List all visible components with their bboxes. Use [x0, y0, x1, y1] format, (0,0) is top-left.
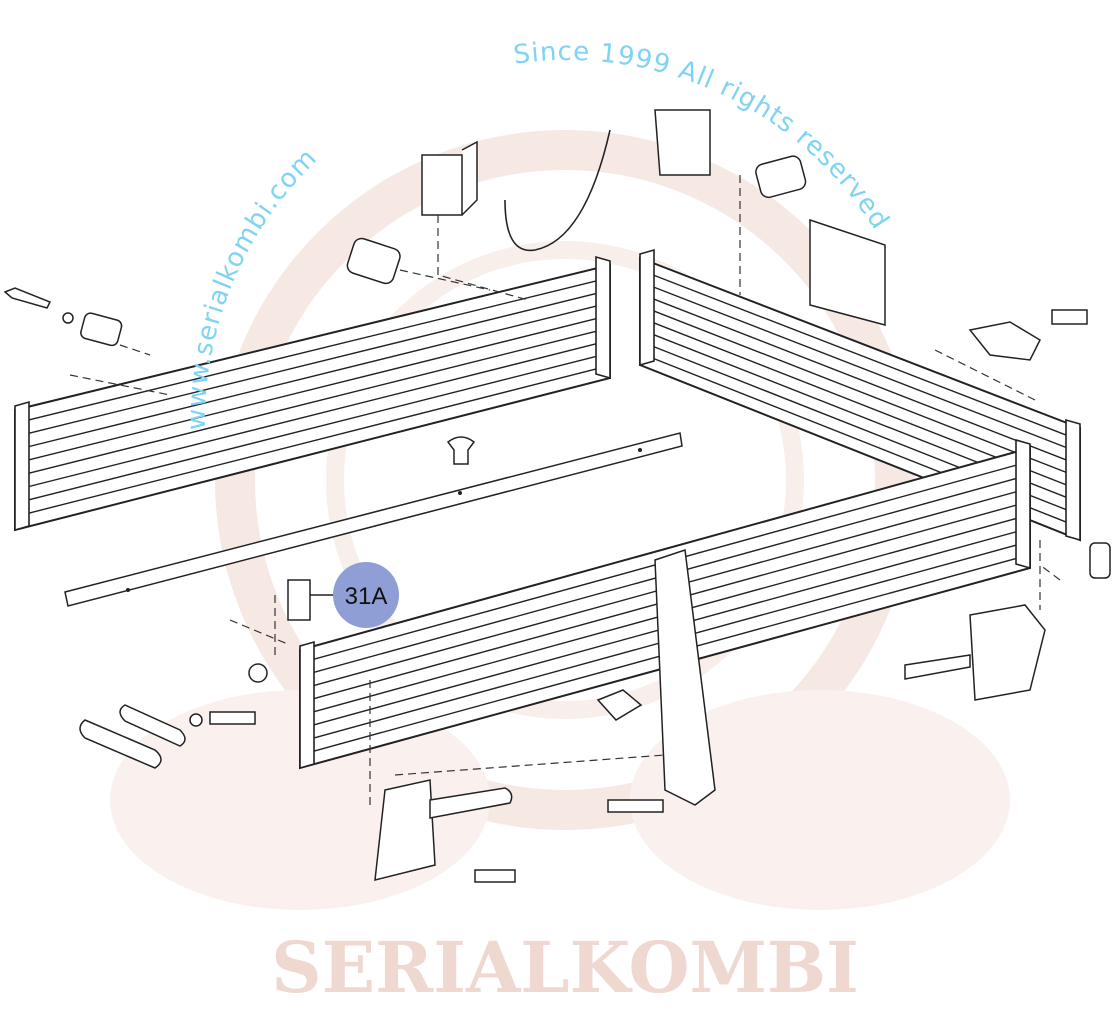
- panel-end-post: [1015, 438, 1031, 570]
- nut-icon: [248, 663, 268, 683]
- link-plate-icon: [119, 704, 186, 747]
- left-side-panel: [14, 255, 611, 532]
- latch-assembly-icon: [969, 604, 1046, 701]
- panel-end-post: [1065, 418, 1081, 542]
- panel-slat: [14, 314, 611, 465]
- panel-slat: [14, 327, 611, 478]
- panel-slat: [14, 289, 611, 438]
- bolt-icon: [607, 799, 664, 813]
- panel-slat: [14, 301, 611, 451]
- panel-slat: [14, 352, 611, 505]
- grommet-icon: [1089, 542, 1111, 579]
- panel-slat: [639, 293, 1081, 466]
- callout-31A[interactable]: 31A: [310, 562, 399, 628]
- check-cable-icon: [504, 129, 611, 252]
- stay-bar-icon: [654, 548, 716, 806]
- panel-slat: [14, 276, 611, 425]
- bracket-icon: [968, 321, 1041, 361]
- rubber-stop-icon: [596, 689, 643, 721]
- screw-icon: [3, 287, 52, 309]
- bolt-icon: [209, 711, 256, 725]
- panel-end-post: [299, 640, 315, 770]
- panel-end-post: [639, 248, 655, 367]
- reinforcement-plate-icon: [809, 218, 886, 326]
- panel-end-post: [14, 400, 30, 532]
- fixing-strip: [64, 432, 683, 607]
- hardware-parts: [3, 109, 1111, 883]
- rubber-buffer-icon: [346, 237, 401, 285]
- logo-text: SERIALKOMBI: [271, 926, 859, 1009]
- panel-slat: [639, 281, 1081, 454]
- bolt-icon: [474, 869, 516, 883]
- panel-slat: [14, 339, 611, 491]
- panel-end-post: [595, 255, 611, 380]
- bed-side-panels: [14, 248, 1081, 770]
- callout-label: 31A: [345, 583, 388, 610]
- rubber-buffer-icon: [755, 155, 807, 199]
- washer-icon: [189, 713, 203, 727]
- link-plate-icon: [79, 719, 162, 769]
- latch-handle-icon: [904, 654, 971, 680]
- panel-slat: [14, 364, 611, 518]
- latch-handle-icon: [429, 787, 513, 819]
- callout-badge[interactable]: [333, 562, 399, 628]
- catch-part-icon: [287, 579, 311, 621]
- washer-icon: [62, 312, 74, 324]
- hinge-bracket-icon: [654, 109, 711, 176]
- mushroom-clip: [446, 436, 476, 465]
- rubber-buffer-icon: [80, 312, 123, 347]
- panel-slat: [639, 269, 1081, 442]
- hinge-bracket-icon: [421, 140, 478, 216]
- assembly-lines: [69, 175, 1061, 810]
- bolt-icon: [1051, 309, 1088, 325]
- latch-assembly-icon: [374, 779, 436, 881]
- panel-slat: [639, 304, 1081, 479]
